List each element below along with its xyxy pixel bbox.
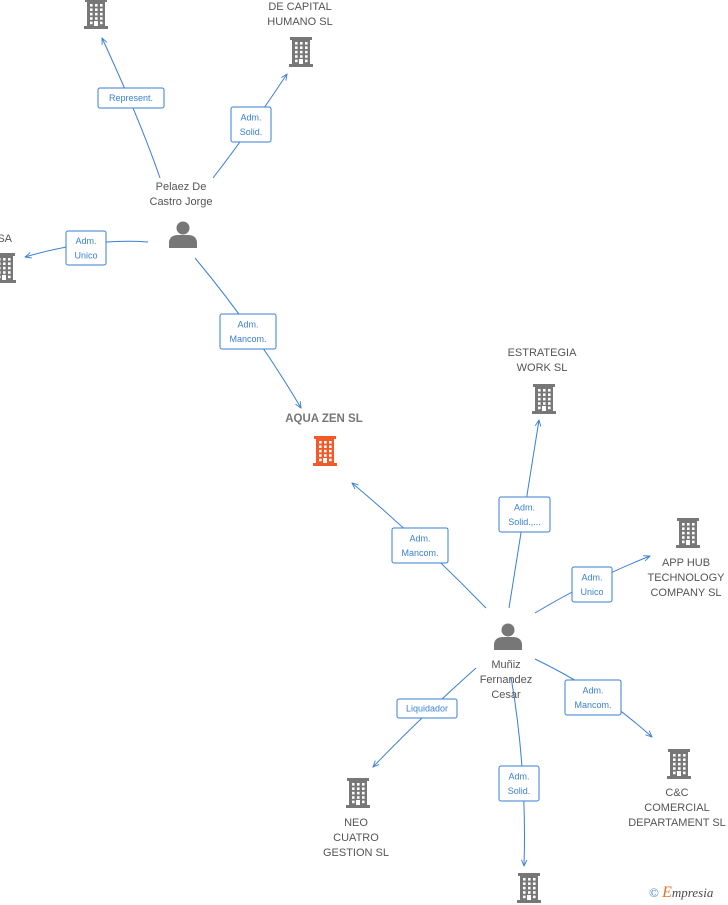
- node-cc_comercial[interactable]: C&C COMERCIAL DEPARTAMENT SL: [628, 749, 726, 829]
- node-label: DE CAPITAL: [268, 1, 331, 13]
- node-label: Fernandez: [480, 674, 533, 686]
- node-label: NEO: [344, 817, 368, 829]
- building-icon[interactable]: [84, 0, 108, 29]
- building-icon[interactable]: [0, 253, 16, 283]
- node-app_hub[interactable]: APP HUB TECHNOLOGY COMPANY SL: [647, 518, 725, 599]
- node-neo_cuatro[interactable]: NEO CUATRO GESTION SL: [323, 778, 389, 859]
- edge-label-box[interactable]: [564, 679, 622, 716]
- node-label: ESTRATEGIA: [508, 347, 578, 359]
- node-label: TECHNOLOGY: [647, 572, 725, 584]
- node-label: Cesar: [491, 689, 521, 701]
- node-label: APP HUB: [662, 557, 710, 569]
- node-label: Castro Jorge: [150, 196, 213, 208]
- person-icon[interactable]: [494, 623, 522, 651]
- edge-label-text: Adm.: [409, 533, 430, 543]
- node-label: GESTION SL: [323, 847, 389, 859]
- node-left_sa[interactable]: Z SA: [0, 233, 16, 283]
- node-capital_humano[interactable]: DE CAPITAL HUMANO SL: [267, 1, 333, 67]
- edge-label-box[interactable]: [571, 566, 613, 603]
- edge-label-text: Mancom.: [574, 700, 611, 710]
- brand-name: mpresia: [671, 885, 714, 900]
- empresia-watermark: © Empresia: [649, 884, 713, 902]
- edge-label-box[interactable]: [396, 698, 458, 719]
- node-pelaez[interactable]: Pelaez De Castro Jorge: [150, 181, 213, 248]
- edge-label-text: Solid.,...: [508, 517, 541, 527]
- node-label: Pelaez De: [156, 181, 207, 193]
- edge-pelaez-to-aqua_zen: Adm. Mancom.: [194, 257, 301, 408]
- edge-label-text: Adm.: [582, 685, 603, 695]
- edge-pelaez-to-capital_humano: Adm. Solid.: [212, 74, 287, 179]
- edge-muniz-to-cc_comercial: Adm. Mancom.: [534, 658, 652, 737]
- edge-label-text: Adm.: [581, 572, 602, 582]
- building-icon[interactable]: [346, 778, 370, 808]
- edge-label-text: Adm.: [75, 236, 96, 246]
- node-label: HUMANO SL: [267, 16, 332, 28]
- edge-pelaez-to-top_company: Represent.: [97, 38, 165, 179]
- brand-initial: E: [662, 884, 672, 901]
- main-company-building-icon[interactable]: [313, 436, 337, 466]
- edge-label-text: Unico: [74, 250, 97, 260]
- edge-muniz-to-estrategia: Adm. Solid.,...: [498, 420, 551, 609]
- building-icon[interactable]: [676, 518, 700, 548]
- edge-line: [102, 38, 161, 179]
- node-estrategia[interactable]: ESTRATEGIA WORK SL: [508, 347, 578, 414]
- edge-label-box[interactable]: [65, 230, 107, 266]
- edge-label-text: Adm.: [508, 771, 529, 781]
- node-top_company[interactable]: [84, 0, 108, 29]
- node-label: CUATRO: [333, 832, 379, 844]
- node-label: DEPARTAMENT SL: [628, 817, 726, 829]
- edge-label-text: Solid.: [240, 127, 263, 137]
- edge-label-text: Represent.: [109, 93, 153, 103]
- edge-label-box[interactable]: [498, 496, 551, 533]
- node-label: C&C: [665, 787, 688, 799]
- edge-label-text: Liquidador: [406, 704, 448, 714]
- edge-label-text: Mancom.: [401, 548, 438, 558]
- edge-label-text: Adm.: [514, 502, 535, 512]
- edge-label-text: Mancom.: [229, 334, 266, 344]
- node-label: AQUA ZEN SL: [285, 413, 363, 425]
- edge-label-text: Solid.: [508, 786, 531, 796]
- node-bottom_company[interactable]: [517, 873, 541, 903]
- edge-label-box[interactable]: [498, 765, 540, 802]
- edge-label-box[interactable]: [219, 313, 277, 350]
- edge-muniz-to-neo_cuatro: Liquidador: [373, 667, 477, 767]
- edge-muniz-to-app_hub: Adm. Unico: [534, 556, 650, 614]
- edge-label-text: Adm.: [237, 319, 258, 329]
- node-label: COMPANY SL: [650, 587, 721, 599]
- node-label: WORK SL: [517, 362, 568, 374]
- edge-muniz-to-bottom_company: Adm. Solid.: [498, 676, 540, 866]
- edge-label-box[interactable]: [230, 106, 272, 143]
- person-icon[interactable]: [169, 221, 197, 249]
- edge-label-text: Unico: [580, 587, 603, 597]
- node-label: Muñiz: [491, 659, 520, 671]
- copyright-icon: ©: [649, 885, 659, 900]
- node-label: COMERCIAL: [644, 802, 709, 814]
- edge-label-box[interactable]: [391, 527, 449, 564]
- edge-muniz-to-aqua_zen: Adm. Mancom.: [352, 483, 487, 609]
- building-icon[interactable]: [517, 873, 541, 903]
- node-aqua_zen[interactable]: AQUA ZEN SL: [285, 413, 363, 466]
- building-icon[interactable]: [667, 749, 691, 779]
- edge-pelaez-to-left_sa: Adm. Unico: [25, 230, 149, 266]
- edge-label-text: Adm.: [240, 112, 261, 122]
- edge-label-box[interactable]: [97, 87, 165, 109]
- building-icon[interactable]: [289, 37, 313, 67]
- node-label: Z SA: [0, 233, 13, 245]
- building-icon[interactable]: [532, 384, 556, 414]
